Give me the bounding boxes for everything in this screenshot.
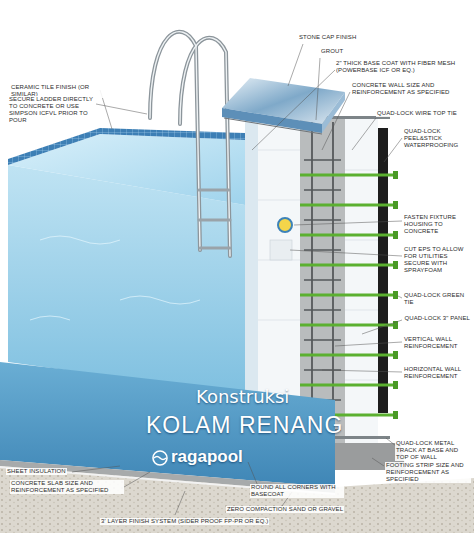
horizontal-rebar-bar	[304, 159, 341, 160]
green-tie	[300, 234, 395, 237]
callout-label: CONCRETE WALL SIZE AND REINFORCEMENT AS …	[351, 82, 471, 96]
horizontal-rebar-bar	[304, 279, 341, 280]
callout-label: ROUND ALL CORNERS WITH BASECOAT	[250, 484, 344, 498]
callout-label: STONE CAP FINISH	[298, 34, 357, 41]
tie-tab	[393, 291, 398, 299]
ladder	[150, 32, 230, 256]
callout-label: SHEET INSULATION	[6, 468, 67, 475]
water-surface	[8, 134, 245, 205]
callout-label: SECURE LADDER DIRECTLY TO CONCRETE OR US…	[8, 96, 96, 124]
water-body	[8, 165, 245, 395]
tie-tab	[393, 261, 398, 269]
stone-cap-side	[322, 92, 345, 133]
callout-label: QUAD-LOCK PEEL&STICK WATERPROOFING	[403, 128, 471, 149]
eps-panel-outer	[345, 118, 378, 443]
callout-label: HORIZONTAL WALL REINFORCEMENT	[403, 366, 471, 380]
callout-label: 2" THICK BASE COAT WITH FIBER MESH (POWE…	[335, 60, 471, 74]
callout-label: QUAD-LOCK 3" PANEL	[403, 315, 471, 322]
grout-line	[224, 118, 322, 134]
logo-mark	[153, 451, 167, 465]
callout-label: VERTICAL WALL REINFORCEMENT	[403, 336, 471, 350]
horizontal-rebar-bar	[304, 189, 341, 190]
tie-tab	[393, 351, 398, 359]
callout-label: ZERO COMPACTION SAND OR GRAVEL	[226, 506, 344, 513]
green-tie	[300, 204, 395, 207]
light-fixture	[278, 218, 292, 232]
green-ties	[300, 171, 398, 419]
horizontal-rebar-bar	[304, 309, 341, 310]
callout-label: CUT EPS TO ALLOW FOR UTILITIES SECURE WI…	[403, 246, 471, 274]
leader-lines	[72, 44, 402, 515]
green-tie	[300, 354, 395, 357]
concrete-core	[300, 118, 345, 443]
title: KOLAM RENANG	[146, 412, 343, 439]
tie-tab	[393, 201, 398, 209]
tie-tab	[393, 231, 398, 239]
horizontal-rebar-bar	[304, 339, 341, 340]
title-kicker: Konstruksi	[196, 386, 289, 407]
horizontal-rebar-bar	[304, 249, 341, 250]
stone-cap-face	[222, 108, 322, 133]
waterproofing	[378, 128, 388, 413]
callout-label: FOOTING STRIP SIZE AND REINFORCEMENT AS …	[385, 462, 471, 483]
tie-tab	[393, 171, 398, 179]
callout-label: QUAD-LOCK METAL TRACK AT BASE AND TOP OF…	[395, 440, 471, 461]
green-tie	[300, 174, 395, 177]
callout-label: 3' LAYER FINISH SYSTEM (SIDER PROOF FP-P…	[100, 518, 269, 525]
green-tie	[300, 384, 395, 387]
tie-tab	[393, 381, 398, 389]
callout-label: QUAD-LOCK GREEN TIE	[403, 292, 471, 306]
callout-label: GROUT	[320, 48, 344, 55]
callout-label: FASTEN FIXTURE HOUSING TO CONCRETE	[403, 214, 471, 235]
green-tie	[300, 264, 395, 267]
callout-label: CONCRETE SLAB SIZE AND REINFORCEMENT AS …	[10, 480, 124, 494]
green-tie	[300, 294, 395, 297]
green-tie	[300, 324, 395, 327]
water-ripples	[30, 236, 200, 320]
horizontal-rebar-bar	[304, 219, 341, 220]
watermark: ragapool	[171, 447, 243, 467]
callout-label: QUAD-LOCK WIRE TOP TIE	[376, 110, 458, 117]
tie-tab	[393, 411, 398, 419]
vertical-rebar	[312, 122, 333, 440]
ceramic-tile-edge	[8, 128, 100, 165]
eps-cutout	[270, 240, 292, 260]
ceramic-tile-back	[100, 128, 245, 140]
